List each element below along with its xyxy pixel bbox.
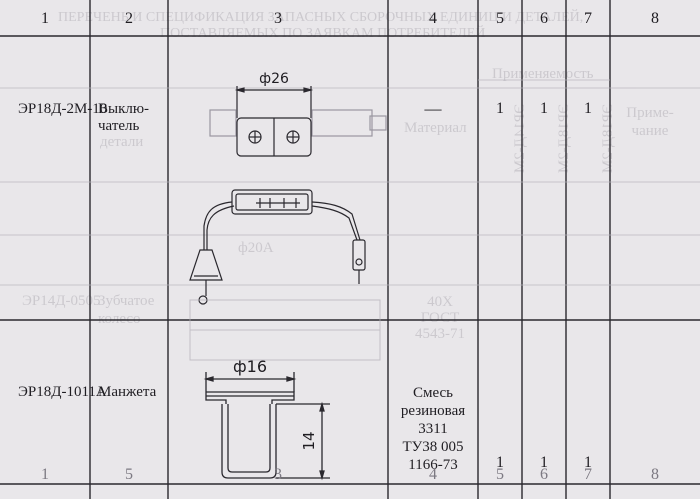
row-2-name: Манжета	[98, 384, 157, 400]
cuff-dim-16: ф16	[233, 357, 267, 376]
footer-col-4: 4	[429, 466, 437, 483]
row-1-material: —	[424, 99, 442, 118]
bleed-material-steel: 40Х ГОСТ 4543-71	[415, 294, 465, 342]
row-2-apply-6: 1	[540, 454, 548, 471]
footer-col-6: 6	[540, 466, 548, 483]
bleed-material-header: Материал	[404, 120, 467, 136]
row-2-material-3: 3311	[418, 421, 448, 437]
footer-col-3: 3	[274, 466, 282, 483]
row-2-material-4: ТУ38 005	[402, 439, 464, 455]
header-col-4: 4	[429, 10, 437, 27]
header-col-3: 3	[274, 10, 282, 27]
footer-col-5: 5	[496, 466, 504, 483]
footer-col-1: 1	[41, 466, 49, 483]
bleed-dim-20: ф20А	[238, 240, 274, 256]
row-1-name: Выклю-чатель	[98, 101, 150, 134]
header-col-6: 6	[540, 10, 548, 27]
switch-dim-26: ф26	[259, 71, 289, 87]
row-2-apply-7: 1	[584, 454, 592, 471]
bleed-detail-name: детали	[100, 134, 144, 150]
header-col-1: 1	[41, 10, 49, 27]
row-2-material-5: 1166-73	[408, 457, 458, 473]
footer-col-2: 5	[125, 466, 133, 483]
row-2-material-2: резиновая	[400, 403, 466, 419]
bleed-applicability: Применяемость	[492, 66, 594, 82]
header-col-8: 8	[651, 10, 659, 27]
bleed-gear-name: Зубчатое колесо	[98, 293, 155, 327]
row-1-apply-5: 1	[496, 100, 504, 117]
row-2-apply-5: 1	[496, 454, 504, 471]
bleed-title-1: ПЕРЕЧЕНЬ И СПЕЦИФИКАЦИЯ ЗАПАСНЫХ СБОРОЧН…	[58, 10, 584, 25]
row-1-apply-7: 1	[584, 100, 592, 117]
header-col-5: 5	[496, 10, 504, 27]
cuff-dim-14: 14	[300, 431, 318, 450]
bleed-note-header: Приме-чание	[626, 105, 674, 139]
row-1-apply-6: 1	[540, 100, 548, 117]
header-col-2: 2	[125, 10, 133, 27]
footer-col-8: 8	[651, 466, 659, 483]
bleed-title-2: ПОСТАВЛЯЕМЫХ ПО ЗАЯВКАМ ПОТРЕБИТЕЛЕЙ	[160, 26, 486, 41]
row-2-material-1: Смесь	[412, 385, 454, 401]
footer-col-7: 7	[584, 466, 592, 483]
header-col-7: 7	[584, 10, 592, 27]
bleed-gear-code: ЭР14Д-0505	[22, 293, 101, 309]
